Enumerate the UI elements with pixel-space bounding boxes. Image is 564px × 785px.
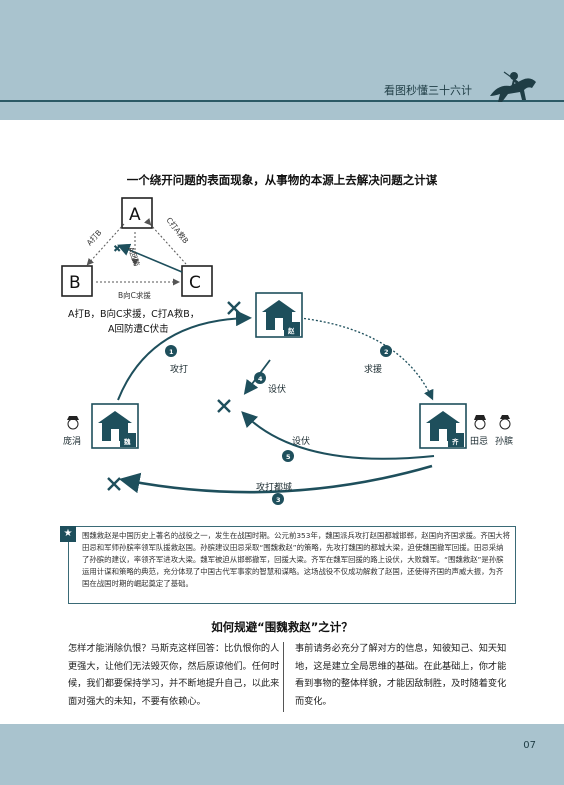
edge-bc-label: B向C求援 [118, 290, 151, 300]
triangle-legend-line-1: A打B，B向C求援，C打A救B， [68, 309, 200, 320]
node-c-label: C [189, 273, 201, 293]
strategy-diagram: A B C ✖ A打B C打A救B A回防 B向C求援 赵 [61, 197, 513, 505]
step-badge-2-num: 2 [384, 348, 389, 356]
column-divider [283, 642, 284, 712]
step-badge-5-num: 5 [286, 453, 291, 461]
crossed-swords-icon [107, 477, 121, 491]
node-b-label: B [69, 273, 81, 293]
crossed-swords-icon [217, 399, 231, 413]
person-icon [499, 415, 511, 430]
city-wei-label: 魏 [123, 437, 131, 446]
city-zhao [255, 292, 303, 338]
step-badge-4 [254, 372, 266, 384]
step-badge-1-num: 1 [169, 348, 174, 356]
header-rule [0, 100, 564, 102]
history-note-box [68, 526, 516, 604]
page-number: 07 [523, 740, 536, 751]
series-title: 看图秒懂三十六计 [384, 84, 472, 97]
star-flag-icon: ★ [60, 526, 76, 542]
city-wei [91, 403, 139, 449]
node-a-label: A [129, 205, 141, 225]
advice-column-right: 事前请务必充分了解对方的信息，知彼知己、知天知地，这是建立全局思维的基础。在此基… [295, 643, 507, 707]
node-b-box [61, 265, 93, 297]
step-badge-2 [380, 345, 392, 357]
crossed-swords-icon [227, 301, 241, 315]
triangle-legend-line-2: A回防遭C伏击 [108, 324, 169, 335]
person-icon [67, 416, 79, 430]
step-label-ambush-2: 设伏 [292, 435, 310, 447]
step-badge-3 [272, 493, 284, 505]
footer-band [0, 724, 564, 785]
city-zhao-label: 赵 [287, 326, 295, 335]
advice-column-left: 怎样才能消除仇恨？马斯克这样回答：比仇恨你的人更强大，让他们无法毁灭你，然后原谅… [68, 643, 280, 707]
edge-return-label: A回防 [126, 245, 142, 268]
step-label-attack-capital: 攻打都城 [256, 481, 292, 493]
edge-ab-label: A打B [84, 227, 103, 247]
step-badge-1 [165, 345, 177, 357]
edge-ca-label: C打A救B [164, 215, 191, 245]
city-qi-label: 齐 [452, 437, 459, 446]
page-headline: 一个绕开问题的表面现象，从事物的本源上去解决问题之计谋 [126, 173, 438, 187]
node-c-box [181, 265, 213, 297]
person-tian-ji: 田忌 [470, 436, 488, 447]
person-sun-bin: 孙膑 [495, 435, 513, 447]
person-icon [474, 415, 486, 430]
svg-text:✖: ✖ [113, 244, 121, 255]
step-badge-5 [282, 450, 294, 462]
step-label-ambush-1: 设伏 [268, 383, 286, 395]
header-band [0, 0, 564, 120]
history-note-text: 围魏救赵是中国历史上著名的战役之一，发生在战国时期。公元前353年，魏国派兵攻打… [82, 531, 510, 588]
person-pang-juan: 庞涓 [63, 435, 81, 447]
section-subheading: 如何规避“围魏救赵”之计？ [211, 620, 353, 634]
step-label-attack: 攻打 [170, 363, 188, 375]
horse-rider-icon [490, 71, 536, 102]
step-label-request-aid: 求援 [364, 363, 382, 375]
step-badge-3-num: 3 [276, 496, 281, 504]
city-qi [419, 403, 467, 449]
step-badge-4-num: 4 [258, 375, 263, 383]
